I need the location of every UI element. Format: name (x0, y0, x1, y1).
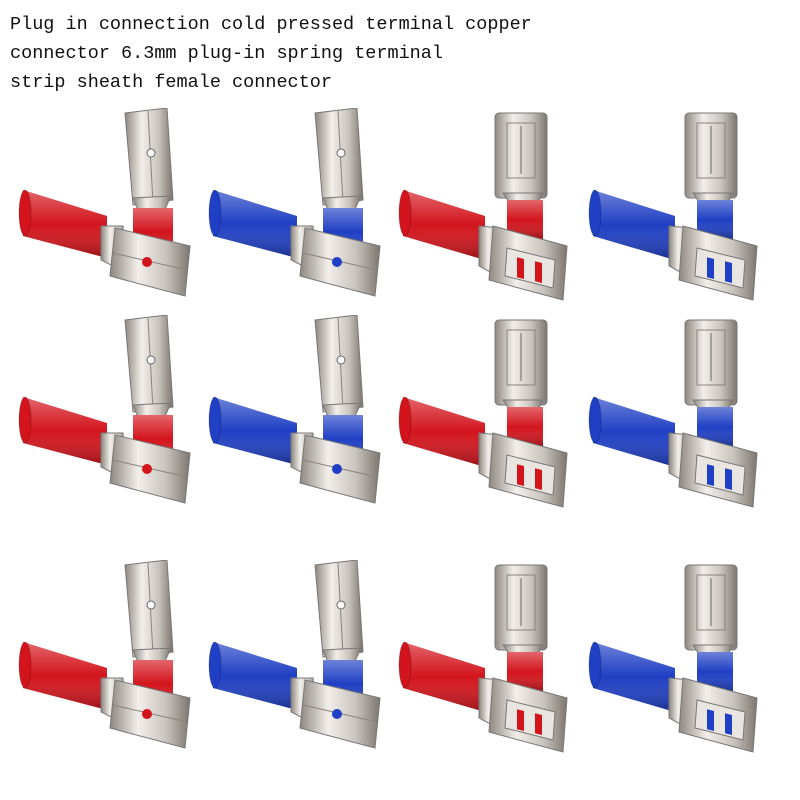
title-line-2: connector 6.3mm plug-in spring terminal (10, 43, 443, 64)
red-male-connector (15, 315, 205, 515)
male-terminal-image (18, 315, 191, 504)
female-terminal-image (588, 112, 758, 301)
blue-female-connector (585, 108, 775, 308)
red-male-connector (15, 560, 205, 760)
male-terminal-image (18, 560, 191, 749)
blue-male-connector (205, 560, 395, 760)
female-terminal-image (398, 112, 568, 301)
red-female-connector (395, 560, 585, 760)
blue-female-connector (585, 315, 775, 515)
title-line-3: strip sheath female connector (10, 72, 332, 93)
red-female-connector (395, 315, 585, 515)
blue-male-connector (205, 315, 395, 515)
female-terminal-image (398, 564, 568, 753)
red-male-connector (15, 108, 205, 308)
male-terminal-image (208, 560, 381, 749)
female-terminal-image (588, 564, 758, 753)
male-terminal-image (208, 315, 381, 504)
product-title: Plug in connection cold pressed terminal… (10, 10, 532, 97)
title-line-1: Plug in connection cold pressed terminal… (10, 14, 532, 35)
red-female-connector (395, 108, 585, 308)
blue-male-connector (205, 108, 395, 308)
male-terminal-image (18, 108, 191, 297)
male-terminal-image (208, 108, 381, 297)
female-terminal-image (398, 319, 568, 508)
blue-female-connector (585, 560, 775, 760)
female-terminal-image (588, 319, 758, 508)
